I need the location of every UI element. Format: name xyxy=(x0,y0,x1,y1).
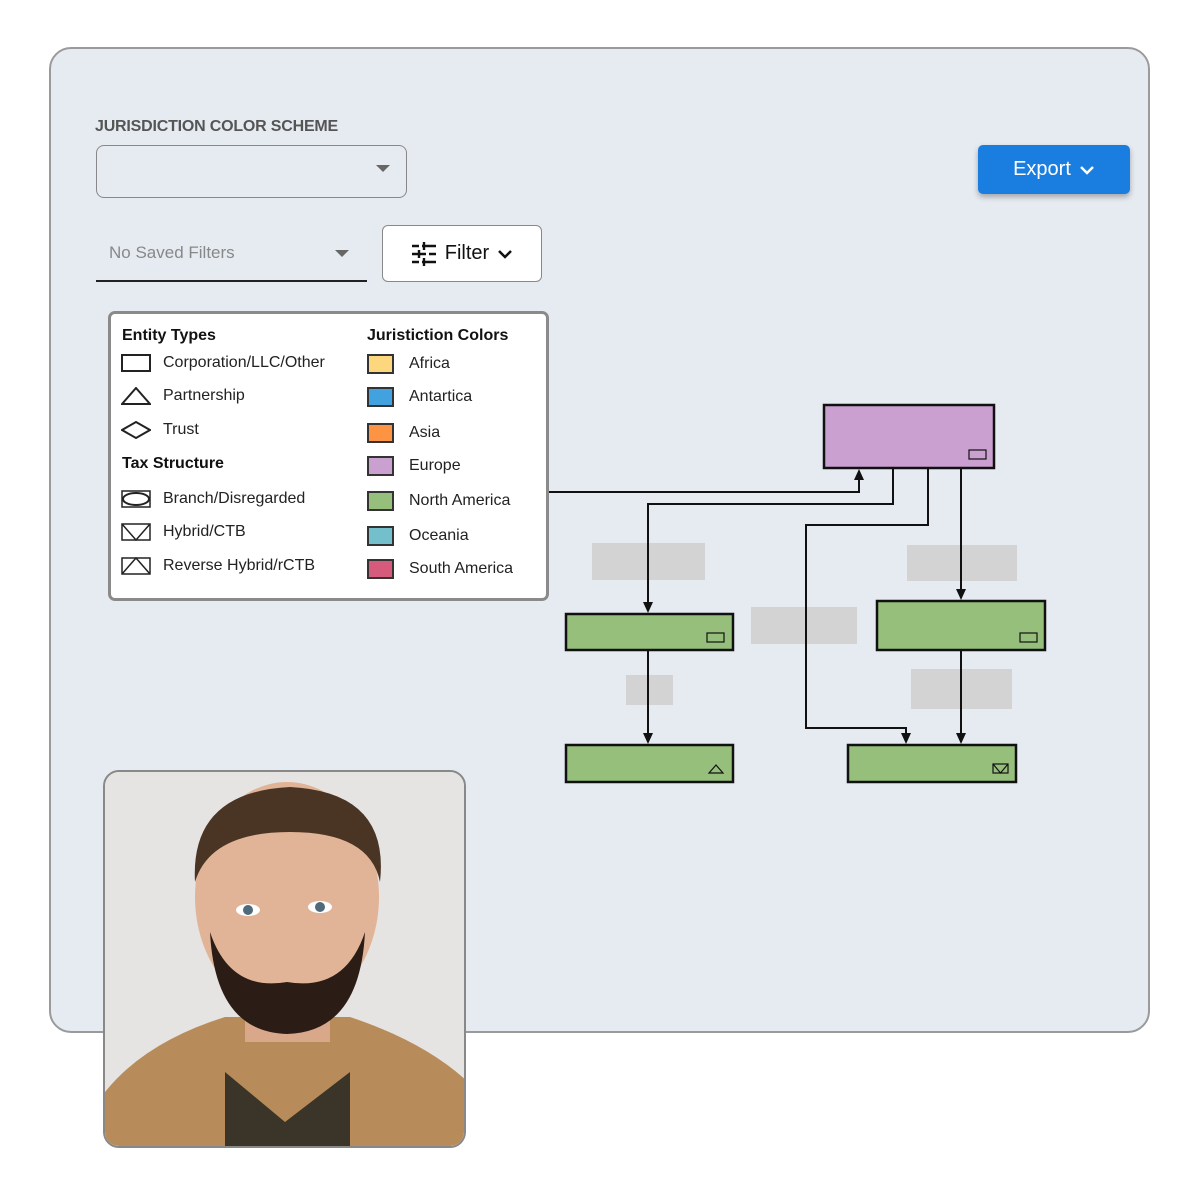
color-swatch xyxy=(367,491,394,511)
entity-node-north-america xyxy=(564,743,735,784)
chevron-down-icon xyxy=(376,165,390,172)
legend-color-item: Europe xyxy=(367,456,461,476)
tax-structure-heading: Tax Structure xyxy=(122,455,224,472)
color-scheme-select[interactable] xyxy=(96,145,407,198)
arrow-down-icon xyxy=(643,602,653,613)
legend-item: Reverse Hybrid/rCTB xyxy=(121,557,315,575)
connector xyxy=(549,478,860,493)
arrow-down-icon xyxy=(901,733,911,744)
up-triangle-box-icon xyxy=(121,557,151,575)
legend-item: Corporation/LLC/Other xyxy=(121,354,325,372)
export-button[interactable]: Export xyxy=(978,145,1130,194)
color-swatch xyxy=(367,387,394,407)
connector xyxy=(647,468,894,604)
down-triangle-box-icon xyxy=(121,523,151,541)
legend-item: Partnership xyxy=(121,387,245,405)
color-label: Antartica xyxy=(409,388,473,405)
chevron-down-icon xyxy=(1080,165,1094,175)
edge-label xyxy=(626,675,673,705)
export-label: Export xyxy=(1013,158,1071,180)
edge-label xyxy=(751,607,857,644)
color-swatch xyxy=(367,456,394,476)
entity-types-heading: Entity Types xyxy=(122,327,216,344)
connector xyxy=(805,468,929,736)
chevron-down-icon xyxy=(335,250,349,257)
profile-photo xyxy=(103,770,466,1148)
color-swatch xyxy=(367,354,394,374)
legend-color-item: South America xyxy=(367,559,513,579)
entity-node-europe xyxy=(822,403,996,470)
saved-filters-value: No Saved Filters xyxy=(109,243,235,262)
legend-item: Trust xyxy=(121,421,199,439)
arrow-up-icon xyxy=(854,469,864,480)
legend-item: Branch/Disregarded xyxy=(121,490,305,508)
color-label: Africa xyxy=(409,355,450,372)
rectangle-icon xyxy=(121,354,151,372)
legend-item: Hybrid/CTB xyxy=(121,523,246,541)
filter-label: Filter xyxy=(444,242,490,264)
hybrid-icon xyxy=(992,763,1009,774)
sliders-icon xyxy=(411,241,436,266)
corporation-icon xyxy=(706,632,725,643)
colors-heading: Juristiction Colors xyxy=(367,327,509,344)
arrow-down-icon xyxy=(643,733,653,744)
color-label: Europe xyxy=(409,457,461,474)
diamond-icon xyxy=(121,421,151,439)
scheme-label: JURISDICTION COLOR SCHEME xyxy=(95,118,339,135)
entity-node-north-america xyxy=(564,612,735,652)
ellipse-box-icon xyxy=(121,490,151,508)
chevron-down-icon xyxy=(498,249,513,259)
color-label: Oceania xyxy=(409,527,469,544)
legend-color-item: Oceania xyxy=(367,526,469,546)
triangle-icon xyxy=(121,387,151,405)
saved-filters-select[interactable]: No Saved Filters xyxy=(96,228,367,282)
color-label: South America xyxy=(409,560,514,577)
legend-color-item: North America xyxy=(367,491,510,511)
legend-color-item: Antartica xyxy=(367,387,472,407)
partnership-icon xyxy=(707,764,725,774)
color-swatch xyxy=(367,423,394,443)
color-label: Asia xyxy=(409,424,441,441)
arrow-down-icon xyxy=(956,589,966,600)
color-label: North America xyxy=(409,492,511,509)
legend: Entity Types Corporation/LLC/Other Partn… xyxy=(108,311,549,601)
color-swatch xyxy=(367,559,394,579)
legend-color-item: Africa xyxy=(367,354,450,374)
legend-color-item: Asia xyxy=(367,423,440,443)
entity-node-north-america xyxy=(846,743,1018,784)
filter-button[interactable]: Filter xyxy=(382,225,542,282)
entity-node-north-america xyxy=(875,599,1047,652)
corporation-icon xyxy=(1019,632,1038,643)
color-swatch xyxy=(367,526,394,546)
corporation-icon xyxy=(968,449,987,460)
arrow-down-icon xyxy=(956,733,966,744)
